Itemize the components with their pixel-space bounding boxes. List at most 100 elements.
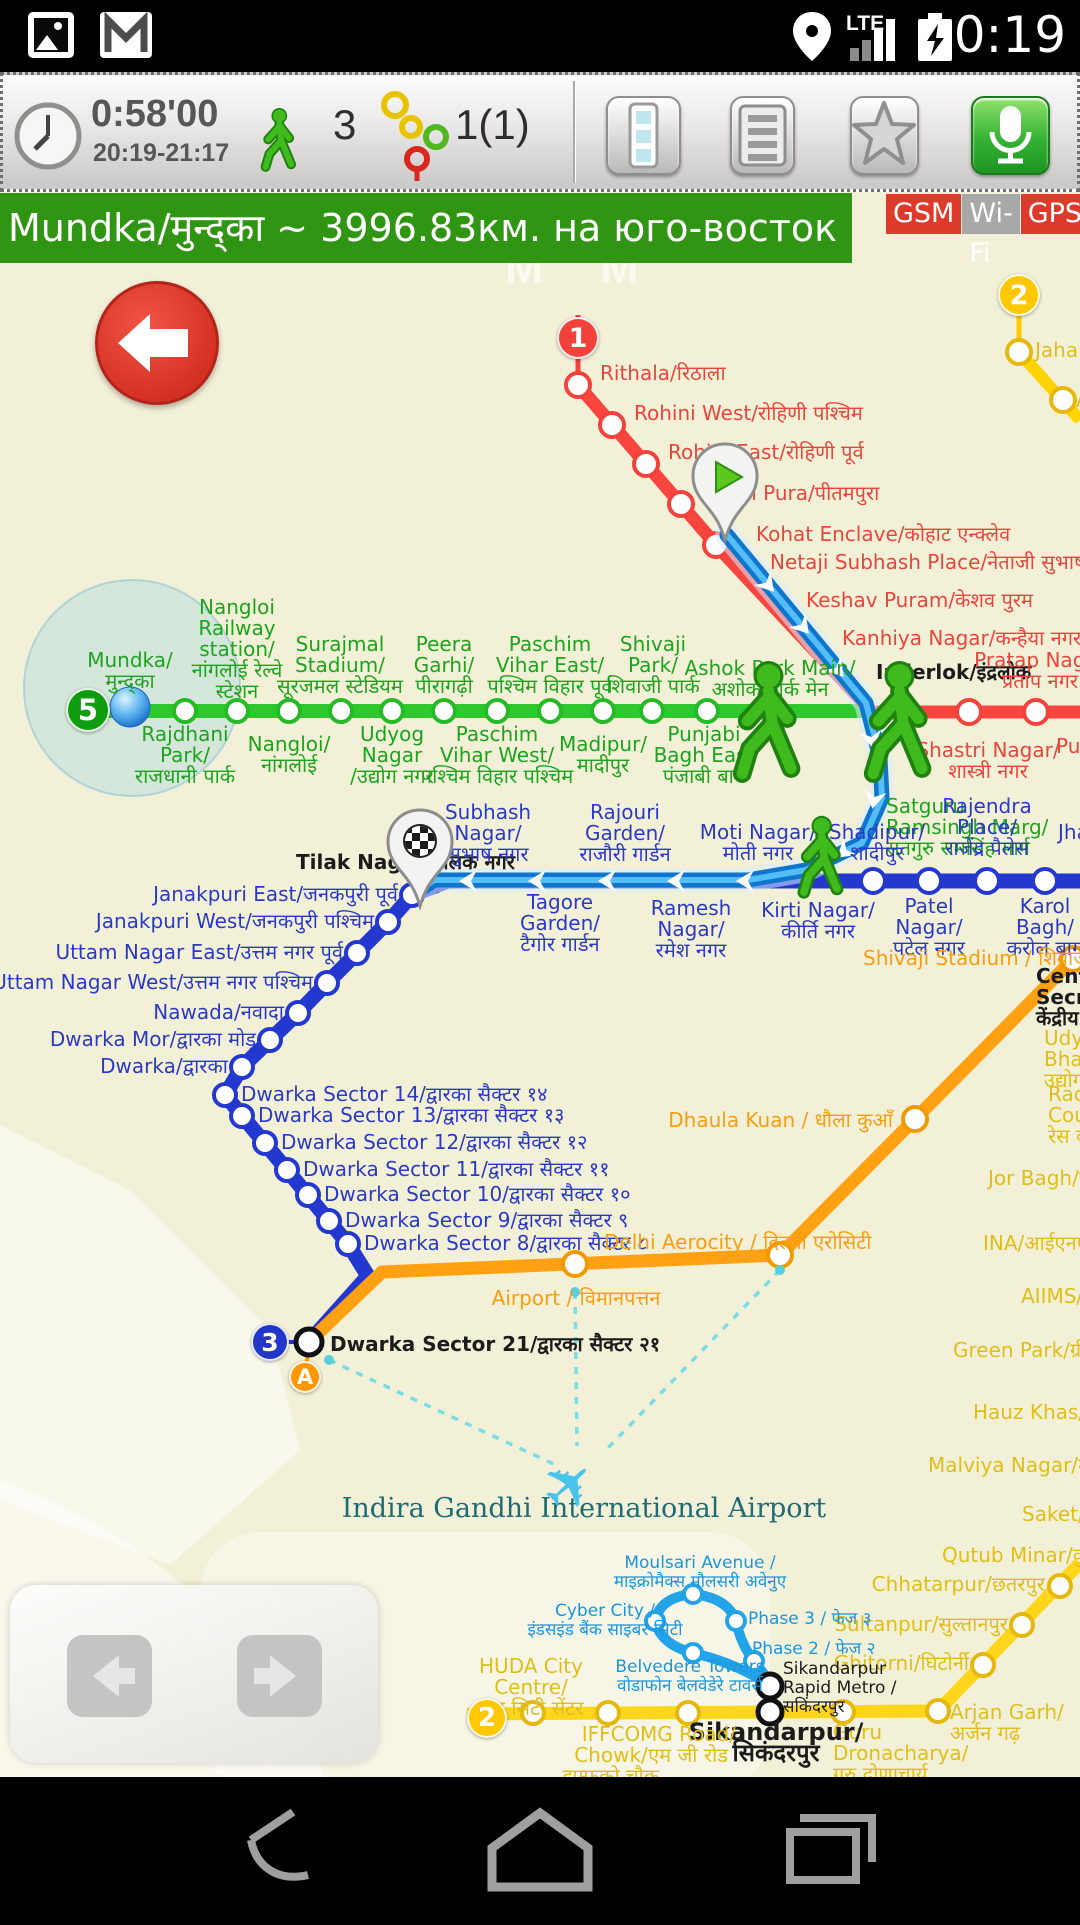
previous-step-button[interactable] bbox=[67, 1635, 152, 1717]
station-label: Saket/साकेत bbox=[1022, 1502, 1080, 1526]
station-label: Rithala/रिठाला bbox=[600, 361, 726, 385]
station-label: Kirti Nagar/ कीर्ति नगर bbox=[761, 898, 875, 943]
back-nav-icon[interactable] bbox=[247, 1808, 309, 1881]
station-label: Dhaula Kuan / धौला कुआँ bbox=[668, 1108, 893, 1132]
station-label: Shivaji Stadium / शिवाजी स्टेडियम bbox=[863, 946, 1080, 970]
station-label: Pratap Nagar प्रताप नगर bbox=[974, 648, 1080, 693]
next-step-button[interactable] bbox=[237, 1635, 322, 1717]
station-label: Kanhiya Nagar/कन्हैया नगर bbox=[842, 626, 1080, 650]
airport-links bbox=[328, 1268, 782, 1468]
station-label: Sultanpur/सुल्तानपुर bbox=[834, 1612, 1008, 1636]
rapid-metro-stations bbox=[644, 1583, 765, 1672]
station-label: Madipur/ मादीपुर bbox=[558, 732, 648, 777]
station-label: Karol Bagh/ करोल बाग bbox=[1006, 894, 1080, 960]
signal-indicator: GSM bbox=[886, 194, 962, 234]
station-label: Arjan Garh/ अर्जन गढ़ bbox=[950, 1700, 1064, 1745]
back-arrow-icon bbox=[118, 314, 188, 372]
route-step-panel bbox=[10, 1585, 378, 1763]
station-label: Subhash Nagar/ सुभाष नगर bbox=[444, 800, 532, 866]
signal-indicator: GPS bbox=[1020, 194, 1080, 234]
station-label: Udyog Bhawan/ उद्योग भवन bbox=[1044, 1026, 1080, 1092]
station-label: Ashok Park Main/ अशोक पार्क मेन bbox=[684, 656, 856, 701]
station-label: MG Road/ एम जी रोड bbox=[639, 1722, 737, 1767]
line-badge: 1 bbox=[557, 317, 599, 359]
android-navbar bbox=[0, 1777, 1080, 1920]
trip-time-range: 20:19-21:17 bbox=[93, 139, 230, 167]
station-label: AIIMS/एम्स bbox=[1021, 1284, 1080, 1308]
line-badge: 5 bbox=[66, 688, 110, 732]
station-label: Ramesh Nagar/ रमेश नगर bbox=[650, 896, 732, 962]
station-label: HUDA City Centre/ हुडा सिटी सेंटर bbox=[479, 1654, 584, 1720]
arrow-right-icon bbox=[254, 1655, 296, 1697]
station-label: Indira Gandhi International Airport bbox=[341, 1493, 827, 1524]
station-label: Sikandarpur/ सिकंदरपुर bbox=[688, 1718, 864, 1767]
map-back-button[interactable] bbox=[95, 281, 219, 405]
station-label: Nangloi Railway station/ नांगलोई रेल्वे … bbox=[191, 595, 283, 703]
station-label: Patel Nagar/ पटेल नगर bbox=[893, 894, 965, 960]
station-label: Sikandarpur Rapid Metro / सकिंदरपुर bbox=[783, 1659, 897, 1717]
station-label: Nangloi/ नांगलोई bbox=[247, 732, 331, 777]
airport-link-dots bbox=[324, 1265, 785, 1365]
station-label: Moulsari Avenue / माइक्रोमैक्स मौलसरी अव… bbox=[613, 1553, 787, 1592]
station-label: Hauz Khas/हौज खास bbox=[973, 1400, 1080, 1424]
network-type-label: LTE bbox=[846, 12, 885, 35]
walk-count: 3 bbox=[333, 101, 357, 148]
toolbar-divider bbox=[573, 81, 576, 183]
station-label: Tagore Garden/ टैगोर गार्डन bbox=[519, 890, 601, 956]
station-label: Dwarka Sector 21/द्वारका सैक्टर २१ bbox=[330, 1332, 661, 1356]
station-label: Qutub Minar/कुतुब मीनार bbox=[942, 1543, 1080, 1567]
transfer-count: 1(1) bbox=[455, 101, 530, 148]
home-nav-icon[interactable] bbox=[487, 1807, 593, 1892]
station-label: Janakpuri West/जनकपुरी पश्चिम bbox=[95, 909, 374, 933]
status-time: 0:19 bbox=[953, 6, 1066, 64]
line-badge: 2 bbox=[467, 1698, 507, 1738]
station-label: Rajendra Place/ राजेंद्र पैलेस bbox=[942, 794, 1032, 860]
favorites-button[interactable] bbox=[850, 96, 919, 175]
station-label: Dwarka Sector 13/द्वारका सैक्टर १३ bbox=[258, 1103, 565, 1127]
station-label: Dwarka Sector 10/द्वारका सैक्टर १० bbox=[324, 1182, 631, 1206]
station-label: Dwarka Sector 9/द्वारका सैक्टर ९ bbox=[345, 1208, 629, 1232]
map-canvas[interactable]: M M Rithala/रिठालाRohini West/रोहिणी पश्… bbox=[0, 192, 1080, 1777]
arrow-left-icon bbox=[93, 1655, 135, 1697]
station-label: Guru Dronacharya/ गुरु द्रोणाचार्य bbox=[833, 1720, 969, 1778]
recents-nav-icon[interactable] bbox=[786, 1814, 876, 1884]
station-label: Rohini East/रोहिणी पूर्व bbox=[668, 440, 864, 464]
station-label: Airport / विमानपत्तन bbox=[491, 1286, 661, 1310]
current-location-marker bbox=[109, 686, 151, 728]
details-list-icon bbox=[738, 104, 787, 167]
station-label: Jhandewalan/झंडेवालान bbox=[1058, 820, 1080, 844]
station-label: Kohat Enclave/कोहाट एन्क्लेव bbox=[756, 522, 1011, 546]
details-list-button[interactable] bbox=[730, 96, 795, 175]
station-label: Malviya Nagar/मालवीय नगर bbox=[928, 1453, 1080, 1477]
station-label: Dwarka Mor/द्वारका मोड़ bbox=[49, 1027, 256, 1051]
green-line-stations bbox=[172, 698, 720, 724]
interchange-stations bbox=[293, 1326, 785, 1727]
transfers-icon bbox=[381, 91, 449, 181]
station-label: Paschim Vihar West/ पश्चिम विहार पश्चिम bbox=[420, 722, 574, 788]
station-label: Dwarka Sector 12/द्वारका सैक्टर १२ bbox=[281, 1130, 588, 1154]
station-label: Dwarka Sector 14/द्वारका सैक्टर १४ bbox=[241, 1082, 548, 1106]
orange-line-stations bbox=[561, 945, 1080, 1278]
route-steps-button[interactable] bbox=[606, 96, 681, 175]
station-label: Rajdhani Park/ राजधानी पार्क bbox=[134, 722, 236, 788]
station-label: Dwarka Sector 8/द्वारका सैक्टर ८ bbox=[364, 1231, 648, 1255]
station-label: Paschim Vihar East/ पश्चिम विहार पूर्व bbox=[487, 632, 613, 698]
yellow-line-stations bbox=[520, 338, 1077, 1726]
station-label: Uttam Nagar West/उत्तम नगर पश्चिम bbox=[0, 970, 313, 994]
voice-button[interactable] bbox=[971, 96, 1050, 175]
station-label: Delhi Aerocity / दिल्ली एरोसिटी bbox=[604, 1230, 872, 1254]
status-bar: LTE 0:19 bbox=[0, 0, 1080, 72]
station-label: Cyber City / इंडसइंड बैंक साइबर सिटी bbox=[527, 1601, 683, 1640]
location-icon bbox=[793, 12, 831, 61]
station-label: Janakpuri East/जनकपुरी पूर्व bbox=[153, 882, 398, 906]
pedestrian-icon bbox=[243, 95, 313, 179]
station-label: Pulbangash/पुल बंगश bbox=[1056, 734, 1080, 758]
station-label: Nawada/नवादा bbox=[153, 1000, 284, 1024]
station-label: Punjabi Bagh East पंजाबी बाग bbox=[653, 722, 755, 788]
terrain-shape bbox=[0, 1125, 300, 1565]
station-label: IFFCO Chowk/ इफ्फको चौक bbox=[562, 1722, 660, 1778]
station-label: Race Course/ रेस कोर्स bbox=[1048, 1082, 1080, 1148]
station-label: Moti Nagar/ मोती नगर bbox=[699, 820, 817, 865]
station-label: Shastri Nagar/ शास्त्री नगर bbox=[916, 738, 1060, 783]
